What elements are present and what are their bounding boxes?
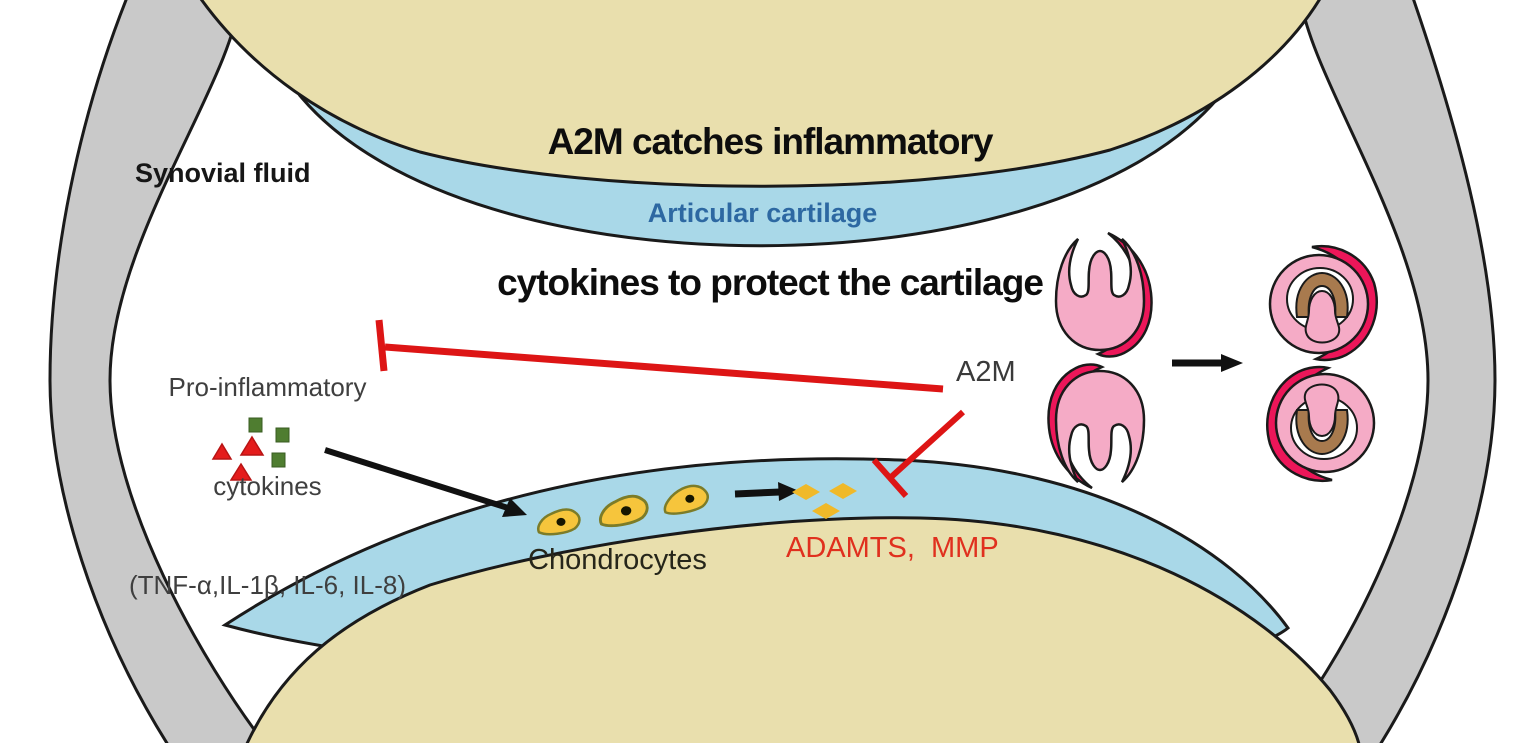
chondrocyte-cell [599, 494, 649, 528]
cytokines-label-line1: Pro-inflammatory [168, 372, 367, 402]
cytokine-triangle [229, 462, 253, 481]
joint-capsule-right [1274, 0, 1497, 743]
inhibition-bar-cytokines [375, 319, 944, 393]
cytokines-label-line3: (TNF-α,IL-1β, IL-6, IL-8) [128, 570, 407, 600]
enzyme-diamond [792, 484, 820, 500]
enzyme-diamond [829, 483, 857, 499]
diagram-title-line2: cytokines to protect the cartilage [497, 262, 1044, 303]
arrow-a2m-transform [1172, 354, 1243, 372]
enzyme-diamond [812, 503, 840, 519]
bone-upper [199, 0, 1321, 188]
chondrocyte-cells [537, 484, 709, 536]
inhibition-bar-enzymes [871, 409, 966, 498]
a2m-open-molecule-bottom [1047, 363, 1146, 490]
cytokines-label: Pro-inflammatory cytokines (TNF-α,IL-1β,… [95, 305, 440, 668]
arrow-chondrocytes-to-enzymes [734, 482, 799, 501]
diagram-title: A2M catches inflammatory cytokines to pr… [400, 24, 1140, 400]
synovial-fluid-label: Synovial fluid [135, 158, 311, 188]
joint-capsule-left [48, 0, 267, 743]
cytokine-triangle [211, 442, 233, 460]
articular-cartilage-label: Articular cartilage [647, 198, 878, 228]
cytokine-triangle [239, 435, 265, 456]
a2m-closed-molecule-top [1268, 245, 1378, 362]
enzyme-diamonds [792, 483, 857, 519]
chondrocyte-cell [663, 484, 709, 515]
cytokine-square [275, 427, 290, 443]
diagram-title-line1: A2M catches inflammatory [547, 121, 994, 162]
enzymes-label: ADAMTS, MMP [786, 532, 999, 564]
a2m-open-molecule-top [1054, 231, 1153, 358]
cytokine-particles [211, 417, 290, 481]
arrow-cytokines-to-chondrocytes [324, 447, 527, 517]
cytokine-square [271, 452, 286, 468]
a2m-label: A2M [956, 356, 1016, 388]
a2m-closed-molecule-bottom [1266, 365, 1376, 482]
cytokine-square [248, 417, 263, 433]
chondrocytes-label: Chondrocytes [528, 544, 707, 576]
bone-lower [245, 516, 1361, 743]
chondrocyte-cell [537, 508, 581, 536]
cytokines-label-line2: cytokines [213, 471, 322, 501]
